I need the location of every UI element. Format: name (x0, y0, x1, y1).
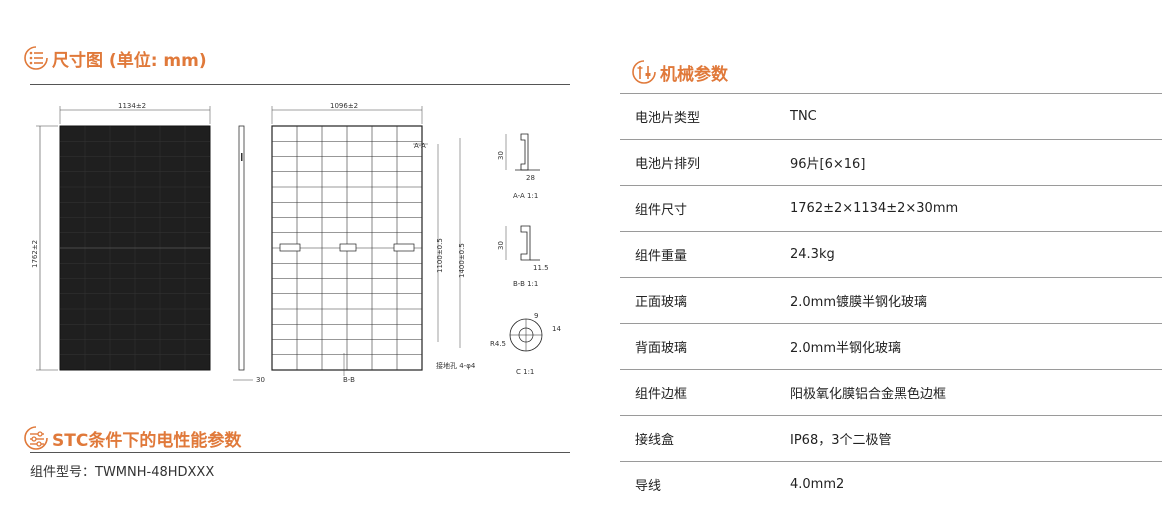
aa-height-label: 30 (497, 151, 505, 160)
param-value: IP68，3个二极管 (790, 433, 892, 448)
stc-section-divider (30, 452, 570, 453)
front-height-label: 1762±2 (31, 240, 39, 268)
panel-dimension-drawing: 1134±2 1762±2 30 1096±2 1100±0.5 1400±0.… (31, 102, 561, 384)
detail-c: 9 14 R4.5 C 1:1 (490, 312, 561, 376)
param-value: 24.3kg (790, 247, 835, 262)
table-row: 正面玻璃 2.0mm镀膜半钢化玻璃 (620, 277, 1162, 324)
param-value: TNC (790, 109, 817, 124)
param-name: 组件边框 (635, 387, 688, 402)
dimension-section-title: 尺寸图 (单位: mm) (52, 50, 207, 71)
side-thickness-label: 30 (256, 376, 265, 384)
mech-section-header: 机械参数 (630, 58, 728, 86)
back-view: 1096±2 1100±0.5 1400±0.5 A-A B-B 接地孔 4-φ… (271, 102, 476, 384)
front-view: 1134±2 1762±2 (31, 102, 211, 371)
table-row: 导线 4.0mm2 (620, 461, 1162, 508)
section-c-label: C 1:1 (516, 368, 534, 376)
param-name: 组件尺寸 (635, 203, 688, 218)
c-dim1-label: 9 (534, 312, 538, 320)
param-name: 接线盒 (635, 433, 675, 448)
section-bb-label: B-B 1:1 (513, 280, 538, 288)
side-view: 30 (233, 125, 265, 384)
dim-1100-label: 1100±0.5 (436, 238, 444, 273)
bb-height-label: 30 (497, 241, 505, 250)
table-row: 电池片排列 96片[6×16] (620, 139, 1162, 186)
table-row: 组件重量 24.3kg (620, 231, 1162, 278)
param-value: 2.0mm镀膜半钢化玻璃 (790, 295, 928, 310)
tools-icon (632, 60, 656, 84)
back-width-label: 1096±2 (330, 102, 358, 110)
bb-marker-label: B-B (343, 376, 355, 384)
param-value: 4.0mm2 (790, 477, 845, 493)
param-name: 电池片排列 (635, 157, 701, 172)
table-row: 接线盒 IP68，3个二极管 (620, 415, 1162, 462)
aa-marker-label: A-A (414, 142, 426, 150)
dimension-section-header: 尺寸图 (单位: mm) (22, 44, 207, 72)
dim-1400-label: 1400±0.5 (458, 243, 466, 278)
table-row: 电池片类型 TNC (620, 93, 1162, 140)
section-aa: 30 28 A-A 1:1 (497, 133, 540, 200)
param-name: 正面玻璃 (635, 295, 688, 310)
stc-section-header: STC条件下的电性能参数 (22, 424, 241, 452)
param-name: 组件重量 (635, 249, 688, 264)
front-width-label: 1134±2 (118, 102, 146, 110)
table-row: 背面玻璃 2.0mm半钢化玻璃 (620, 323, 1162, 370)
sliders-icon (24, 426, 48, 450)
ruler-list-icon (24, 46, 48, 70)
table-row: 组件边框 阳极氧化膜铝合金黑色边框 (620, 369, 1162, 416)
stc-section-title: STC条件下的电性能参数 (52, 430, 242, 451)
mech-section-title: 机械参数 (660, 64, 728, 85)
c-dim2-label: 14 (552, 325, 561, 333)
param-value: 1762±2×1134±2×30mm (790, 201, 959, 216)
param-value: 96片[6×16] (790, 157, 866, 172)
model-number: 组件型号：TWMNH-48HDXXX (30, 465, 215, 480)
param-value: 2.0mm半钢化玻璃 (790, 341, 902, 356)
aa-width-label: 28 (526, 174, 535, 182)
param-name: 导线 (635, 479, 662, 495)
dimension-section-divider (30, 84, 570, 85)
table-row: 组件尺寸 1762±2×1134±2×30mm (620, 185, 1162, 232)
param-name: 背面玻璃 (635, 341, 688, 356)
c-dim3-label: R4.5 (490, 340, 506, 348)
param-name: 电池片类型 (635, 111, 701, 126)
section-aa-label: A-A 1:1 (513, 192, 538, 200)
param-value: 阳极氧化膜铝合金黑色边框 (790, 387, 947, 402)
ground-hole-label: 接地孔 4-φ4 (436, 361, 476, 370)
mech-params-table: 电池片类型 TNC 电池片排列 96片[6×16] 组件尺寸 1762±2×1134±2×… (620, 93, 1162, 508)
bb-width-label: 11.5 (533, 264, 549, 272)
section-bb: 30 11.5 B-B 1:1 (497, 225, 549, 288)
